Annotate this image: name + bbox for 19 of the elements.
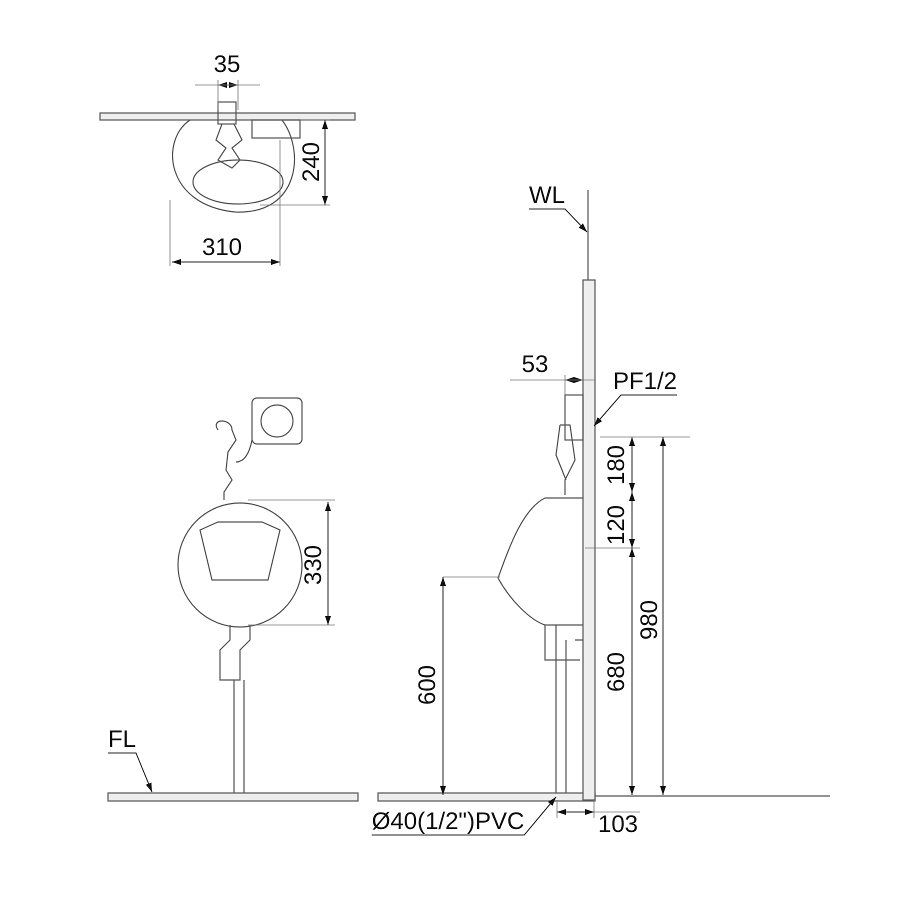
dimension-value: 980	[637, 600, 663, 640]
callout-label: Ø40(1/2")PVC	[372, 809, 524, 835]
dimension-value: 180	[604, 444, 630, 486]
leader-line	[371, 796, 556, 836]
dimension-value: 103	[598, 812, 638, 838]
leader-line	[528, 208, 588, 232]
dimension-value: 330	[301, 544, 327, 586]
callout-label: WL	[529, 183, 565, 209]
callout-label: FL	[108, 727, 136, 753]
callout-label: PF1/2	[612, 369, 678, 395]
dimension-value: 35	[214, 52, 240, 78]
dimension-value: 680	[604, 652, 630, 692]
leader-line	[594, 394, 678, 426]
leader-line	[108, 752, 152, 792]
dimension-value: 310	[202, 235, 242, 261]
dimension-value: 120	[604, 504, 630, 546]
dimension-value: 600	[415, 664, 441, 706]
dimension-value: 240	[299, 142, 325, 182]
dimension-value: 53	[522, 352, 548, 378]
